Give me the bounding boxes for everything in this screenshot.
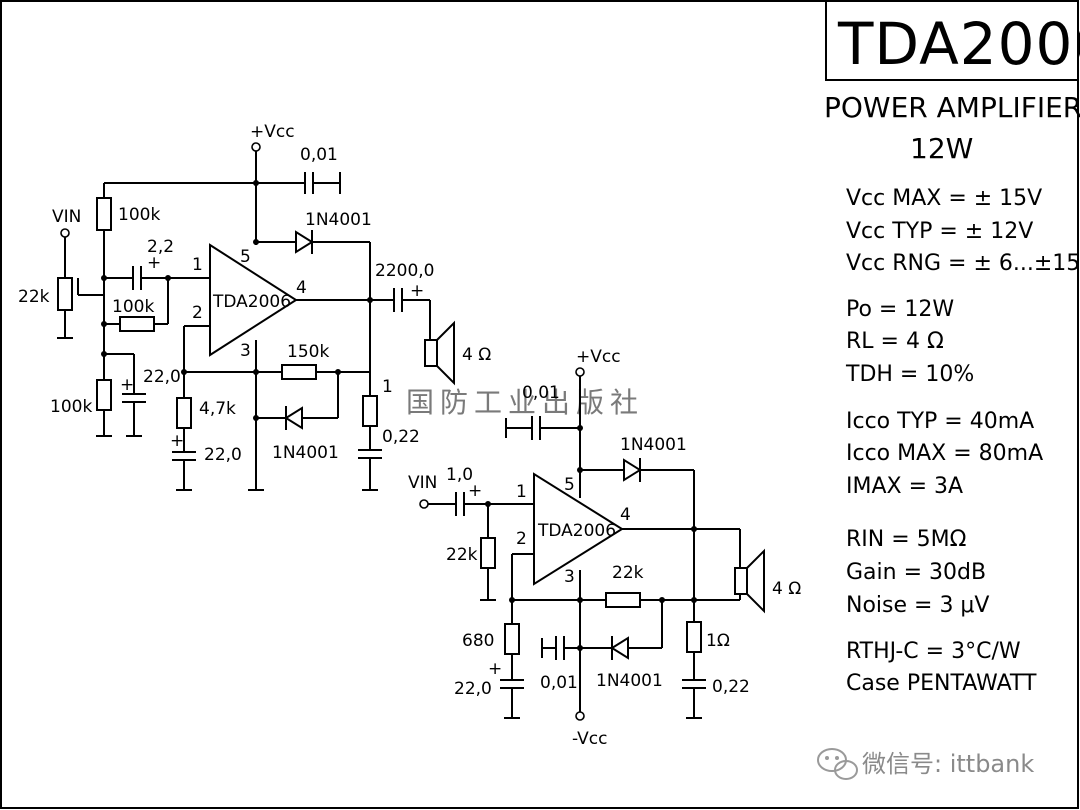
c2-cap-in-label: 1,0 xyxy=(446,465,473,485)
c1-r-gnd xyxy=(176,397,192,429)
circuit-1: +Vcc 0,01 100k 100k + 22,0 xyxy=(18,122,491,491)
c2-cap-vee-label: 0,01 xyxy=(540,673,578,693)
c1-r-bot-label: 100k xyxy=(50,397,92,417)
c2-vee-label: -Vcc xyxy=(572,729,607,749)
c2-r-gnd-label: 680 xyxy=(462,631,494,651)
svg-text:+: + xyxy=(410,281,424,301)
c1-pin1: 1 xyxy=(192,255,203,275)
c2-vin-terminal xyxy=(419,499,429,509)
c2-r-zobel-label: 1Ω xyxy=(706,631,730,651)
c2-pin5: 5 xyxy=(564,475,575,495)
c1-cap-in-label: 2,2 xyxy=(147,237,174,257)
spec-icco-typ: Icco TYP = 40mA xyxy=(846,409,1034,434)
c1-r-top-label: 100k xyxy=(118,205,160,225)
spec-noise: Noise = 3 μV xyxy=(846,593,989,618)
c1-diode-top-label: 1N4001 xyxy=(305,210,372,230)
spec-imax: IMAX = 3A xyxy=(846,474,963,499)
c2-r-fb xyxy=(605,592,641,608)
spec-rthj: RTHJ-C = 3°C/W xyxy=(846,639,1021,664)
c2-ic-label: TDA2006 xyxy=(537,521,616,541)
c2-r-fb-label: 22k xyxy=(612,563,644,583)
c1-vcc-label: +Vcc xyxy=(250,122,295,142)
c1-pot-label: 22k xyxy=(18,287,50,307)
c1-r-top xyxy=(96,197,112,231)
c1-opamp xyxy=(209,243,298,357)
c1-r-zobel-label: 1 xyxy=(382,377,393,397)
title-box xyxy=(825,0,1079,81)
c1-r-fb xyxy=(281,364,317,380)
svg-text:+: + xyxy=(170,431,184,451)
c1-pin5: 5 xyxy=(240,247,251,267)
spec-rin: RIN = 5MΩ xyxy=(846,527,966,552)
spec-icco-max: Icco MAX = 80mA xyxy=(846,441,1043,466)
c1-vin-label: VIN xyxy=(52,207,81,227)
c1-speaker xyxy=(424,339,438,367)
c1-r-gnd-label: 4,7k xyxy=(199,399,236,419)
c2-pin3: 3 xyxy=(564,567,575,587)
c2-vin-label: VIN xyxy=(408,473,437,493)
c2-vcc-label: +Vcc xyxy=(576,347,621,367)
spec-po: Po = 12W xyxy=(846,297,954,322)
c2-r-in xyxy=(480,537,496,569)
spec-gain: Gain = 30dB xyxy=(846,560,986,585)
svg-text:+: + xyxy=(488,659,502,679)
c1-pin4: 4 xyxy=(296,278,307,298)
c1-r-zobel xyxy=(362,395,378,427)
c1-pin2: 2 xyxy=(192,303,203,323)
c1-cap-gnd-label: 22,0 xyxy=(204,445,242,465)
c1-vin-terminal xyxy=(60,228,70,238)
c1-pin3: 3 xyxy=(240,341,251,361)
c1-r-bias-label: 100k xyxy=(112,297,154,317)
c2-speaker-label: 4 Ω xyxy=(772,579,801,599)
c2-cap-vcc-label: 0,01 xyxy=(522,383,560,403)
spec-case: Case PENTAWATT xyxy=(846,671,1037,696)
c1-r-bot xyxy=(96,379,112,411)
spec-vcc-max: Vcc MAX = ± 15V xyxy=(846,186,1042,211)
c2-cap-gnd-label: 22,0 xyxy=(454,679,492,699)
wechat-icon xyxy=(817,748,858,780)
svg-text:+: + xyxy=(120,375,134,395)
c2-pin1: 1 xyxy=(516,482,527,502)
svg-text:+: + xyxy=(147,253,161,273)
c2-opamp xyxy=(533,472,624,586)
c2-vee-terminal xyxy=(575,711,585,721)
wechat-footer: 微信号: ittbank xyxy=(817,748,1034,780)
spec-tdh: TDH = 10% xyxy=(845,362,974,387)
chip-title: TDA2006 xyxy=(837,10,1080,78)
c2-pin4: 4 xyxy=(620,505,631,525)
c1-speaker-label: 4 Ω xyxy=(462,345,491,365)
c1-cap-zobel-label: 0,22 xyxy=(382,427,420,447)
c1-cap-bias-label: 22,0 xyxy=(143,367,181,387)
c2-r-in-label: 22k xyxy=(446,545,478,565)
spec-vcc-typ: Vcc TYP = ± 12V xyxy=(846,219,1033,244)
spec-list: Vcc MAX = ± 15V Vcc TYP = ± 12V Vcc RNG … xyxy=(845,186,1080,696)
circuit-2: +Vcc 0,01 1N4001 VIN + 1,0 22k xyxy=(408,347,801,749)
wechat-id: 微信号: ittbank xyxy=(862,750,1034,778)
c2-pin2: 2 xyxy=(516,529,527,549)
c1-pot xyxy=(57,277,73,311)
c1-cap-vcc-label: 0,01 xyxy=(300,145,338,165)
c1-diode-bot-label: 1N4001 xyxy=(272,443,339,463)
svg-text:+: + xyxy=(468,481,482,501)
c1-cap-out-label: 2200,0 xyxy=(375,261,434,281)
c2-cap-zobel-label: 0,22 xyxy=(712,677,750,697)
c2-vcc-terminal xyxy=(575,367,585,377)
c2-diode-top-label: 1N4001 xyxy=(620,435,687,455)
publisher-watermark: 国防工业出版社 xyxy=(406,386,644,419)
c1-ic-label: TDA2006 xyxy=(212,292,291,312)
subtitle-power: 12W xyxy=(910,132,973,165)
spec-vcc-rng: Vcc RNG = ± 6...±15V xyxy=(846,251,1080,276)
c2-speaker xyxy=(734,567,748,595)
c1-r-bias xyxy=(119,316,155,332)
c1-vcc-terminal xyxy=(251,142,261,152)
c2-r-gnd xyxy=(504,623,520,655)
c2-r-zobel xyxy=(686,621,702,653)
c1-r-fb-label: 150k xyxy=(287,342,329,362)
spec-rl: RL = 4 Ω xyxy=(846,329,944,354)
subtitle-power-amplifier: POWER AMPLIFIER xyxy=(824,91,1080,124)
c2-diode-bot-label: 1N4001 xyxy=(596,671,663,691)
